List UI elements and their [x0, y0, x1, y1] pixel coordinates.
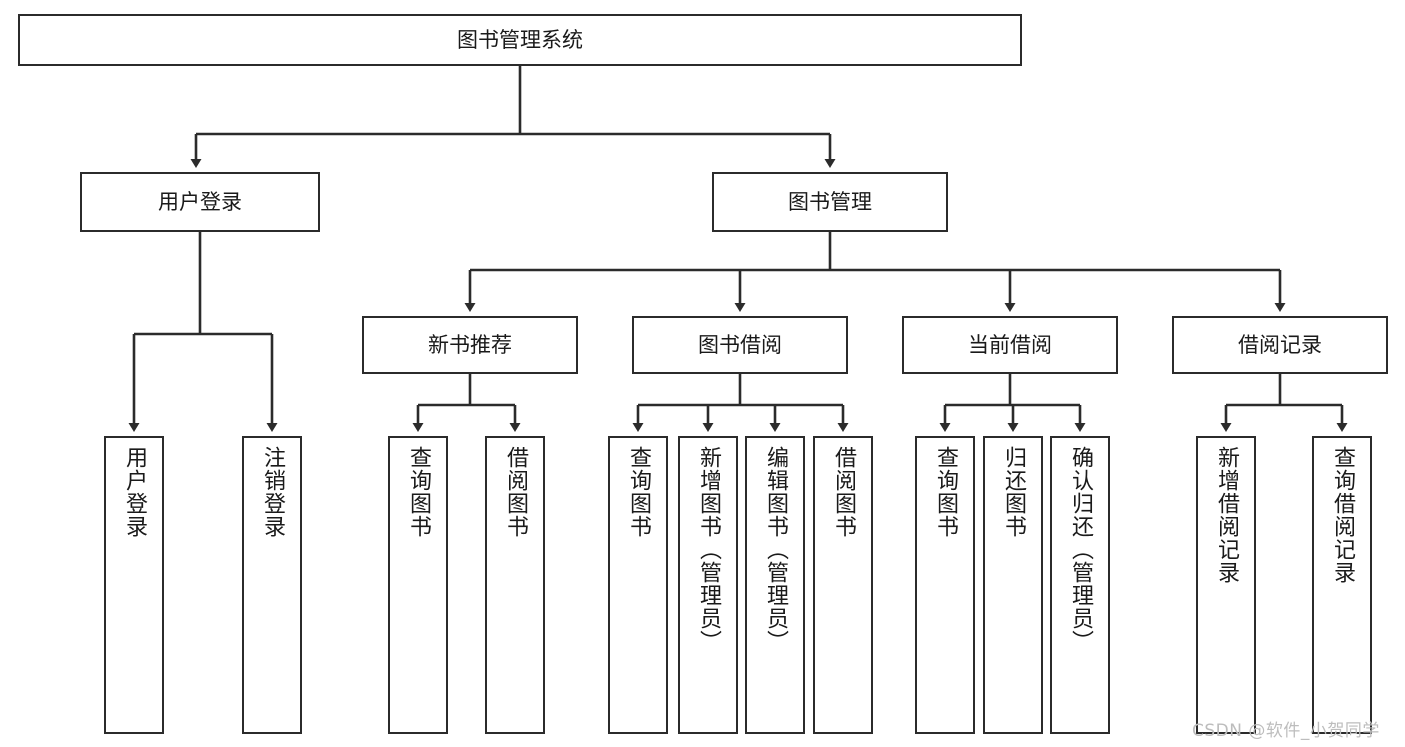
node-book-borrow-label: 图书借阅 — [698, 332, 782, 357]
node-current-borrow[interactable]: 当前借阅 — [902, 316, 1118, 374]
node-root-system-label: 图书管理系统 — [457, 27, 583, 52]
node-leaf-query-book-borrow-label: 查询图书 — [626, 446, 651, 538]
node-leaf-query-book-rec-label: 查询图书 — [406, 446, 431, 538]
node-leaf-query-borrow-record[interactable]: 查询借阅记录 — [1312, 436, 1372, 734]
node-new-book-recommend-label: 新书推荐 — [428, 332, 512, 357]
node-user-login-label: 用户登录 — [158, 189, 242, 214]
node-leaf-query-book-current[interactable]: 查询图书 — [915, 436, 975, 734]
node-borrow-records-label: 借阅记录 — [1238, 332, 1322, 357]
node-current-borrow-label: 当前借阅 — [968, 332, 1052, 357]
node-leaf-confirm-return-admin-label: 确认归还（管理员） — [1068, 446, 1093, 653]
node-leaf-logout-label: 注销登录 — [260, 446, 285, 538]
node-leaf-add-borrow-record[interactable]: 新增借阅记录 — [1196, 436, 1256, 734]
node-leaf-borrow-book[interactable]: 借阅图书 — [813, 436, 873, 734]
node-leaf-borrow-book-label: 借阅图书 — [831, 446, 856, 538]
node-leaf-query-book-current-label: 查询图书 — [933, 446, 958, 538]
node-leaf-borrow-book-rec-label: 借阅图书 — [503, 446, 528, 538]
node-user-login[interactable]: 用户登录 — [80, 172, 320, 232]
node-leaf-add-borrow-record-label: 新增借阅记录 — [1214, 446, 1239, 584]
node-leaf-query-book-rec[interactable]: 查询图书 — [388, 436, 448, 734]
node-root-system[interactable]: 图书管理系统 — [18, 14, 1022, 66]
csdn-watermark: CSDN @软件_小贺同学 — [1192, 721, 1380, 741]
node-leaf-logout[interactable]: 注销登录 — [242, 436, 302, 734]
node-book-borrow[interactable]: 图书借阅 — [632, 316, 848, 374]
node-leaf-add-book-admin-label: 新增图书（管理员） — [696, 446, 721, 653]
node-leaf-edit-book-admin-label: 编辑图书（管理员） — [763, 446, 788, 653]
node-leaf-edit-book-admin[interactable]: 编辑图书（管理员） — [745, 436, 805, 734]
node-borrow-records[interactable]: 借阅记录 — [1172, 316, 1388, 374]
node-leaf-borrow-book-rec[interactable]: 借阅图书 — [485, 436, 545, 734]
node-leaf-return-book[interactable]: 归还图书 — [983, 436, 1043, 734]
node-book-management-label: 图书管理 — [788, 189, 872, 214]
node-leaf-user-login[interactable]: 用户登录 — [104, 436, 164, 734]
node-leaf-query-borrow-record-label: 查询借阅记录 — [1330, 446, 1355, 584]
node-book-management[interactable]: 图书管理 — [712, 172, 948, 232]
node-leaf-confirm-return-admin[interactable]: 确认归还（管理员） — [1050, 436, 1110, 734]
node-leaf-return-book-label: 归还图书 — [1001, 446, 1026, 538]
node-leaf-query-book-borrow[interactable]: 查询图书 — [608, 436, 668, 734]
node-new-book-recommend[interactable]: 新书推荐 — [362, 316, 578, 374]
node-leaf-user-login-label: 用户登录 — [122, 446, 147, 538]
node-leaf-add-book-admin[interactable]: 新增图书（管理员） — [678, 436, 738, 734]
